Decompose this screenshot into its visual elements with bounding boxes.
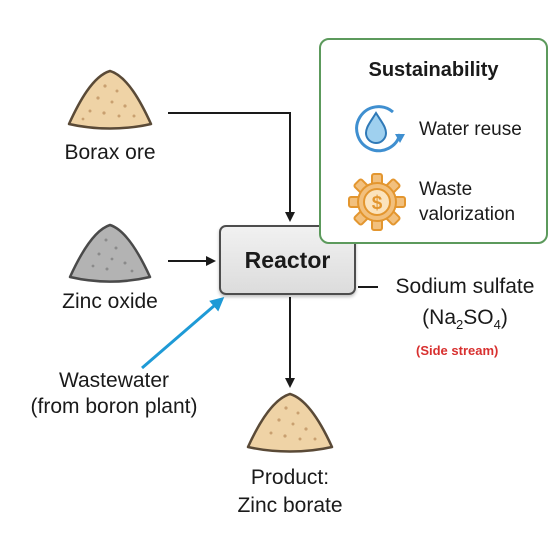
product-label: Product: Zinc borate (210, 464, 370, 520)
byproduct-formula: (Na2SO4) (422, 306, 508, 333)
svg-text:$: $ (372, 193, 383, 214)
water-reuse-label: Water reuse (419, 119, 522, 140)
zinc-oxide-pile-icon (68, 223, 152, 283)
product-line1: Product: (250, 466, 330, 489)
sustainability-panel: Sustainability Water reuse $ Waste valor… (319, 38, 548, 244)
product-line2: Zinc borate (237, 494, 343, 517)
wastewater-line1: Wastewater (58, 369, 170, 392)
byproduct-name: Sodium sulfate (395, 275, 535, 298)
waste-valorization-label: Waste valorization (419, 177, 515, 227)
wastewater-line2: (from boron plant) (30, 395, 198, 418)
borax-to-reactor-arrow (168, 112, 295, 222)
sustainability-title: Sustainability (368, 59, 499, 81)
waste-valorization-line2: valorization (419, 204, 516, 225)
reactor-label: Reactor (244, 246, 331, 273)
wastewater-label: Wastewater (from boron plant) (0, 368, 228, 420)
zinc-borate-pile-icon (246, 392, 334, 453)
waste-valorization-line1: Waste (419, 179, 473, 200)
byproduct-label: Sodium sulfate (Na2SO4) (380, 274, 550, 338)
reactor-box: Reactor (219, 225, 356, 295)
gear-dollar-icon: $ (348, 173, 406, 231)
water-drop-recycle-icon (355, 105, 405, 153)
side-stream-note: (Side stream) (416, 343, 499, 358)
borax-ore-label: Borax ore (64, 141, 156, 164)
wastewater-to-reactor-arrow (141, 297, 225, 370)
borax-ore-pile-icon (67, 69, 153, 130)
zinc-oxide-label: Zinc oxide (62, 290, 158, 313)
